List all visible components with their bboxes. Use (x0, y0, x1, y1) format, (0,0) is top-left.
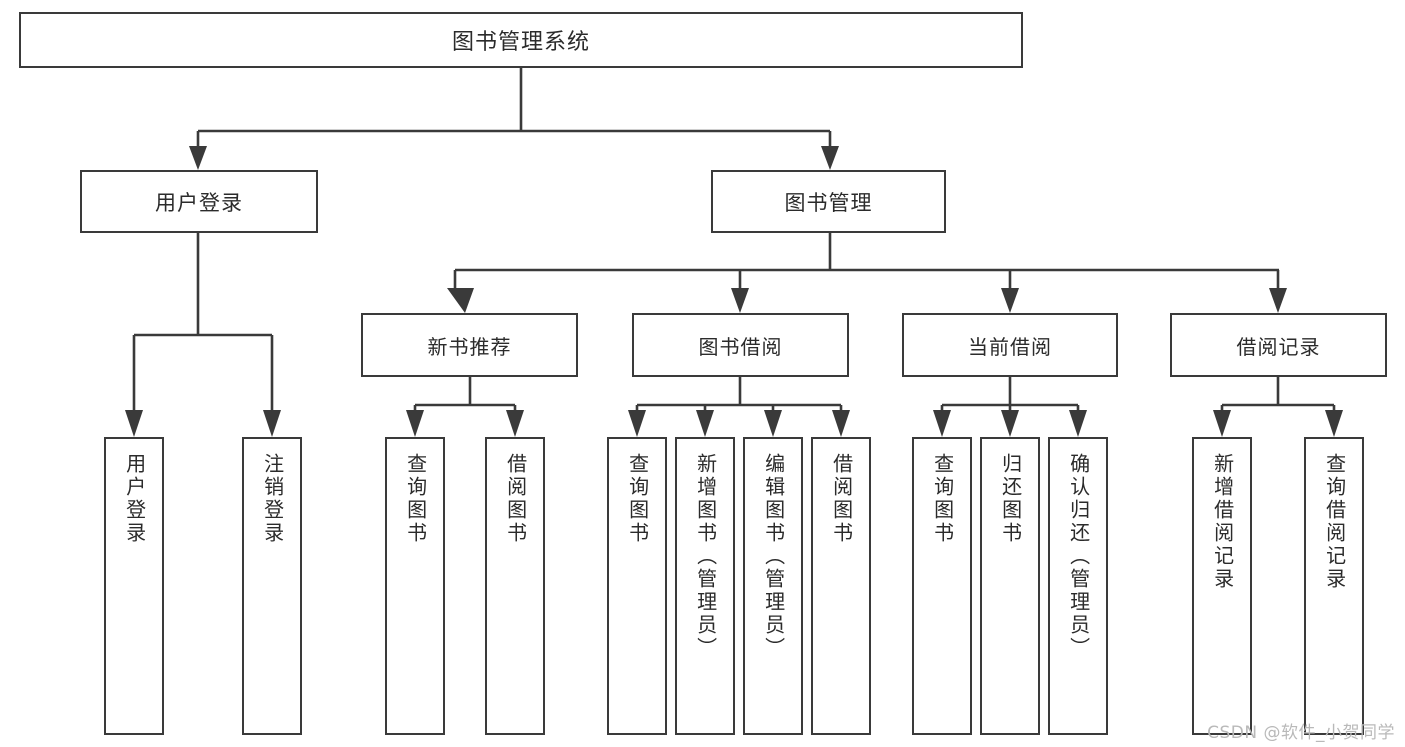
leaf-return-book[interactable]: 归还图书 (980, 437, 1040, 735)
node-user-login-label: 用户登录 (155, 190, 243, 215)
leaf-logout-login-label: 注销登录 (260, 453, 285, 545)
leaf-confirm-return-label: 确认归还（管理员） (1066, 453, 1091, 660)
node-new-book-rec[interactable]: 新书推荐 (361, 313, 578, 377)
leaf-confirm-return[interactable]: 确认归还（管理员） (1048, 437, 1108, 735)
node-current-borrow-label: 当前借阅 (968, 334, 1052, 359)
leaf-query-book-1[interactable]: 查询图书 (385, 437, 445, 735)
node-book-borrow-label: 图书借阅 (698, 334, 783, 359)
leaf-borrow-book-2[interactable]: 借阅图书 (811, 437, 871, 735)
leaf-return-book-label: 归还图书 (998, 453, 1023, 545)
watermark: CSDN @软件_小贺同学 (1207, 723, 1395, 743)
leaf-add-book-label: 新增图书（管理员） (693, 453, 718, 660)
node-root[interactable]: 图书管理系统 (19, 12, 1023, 68)
node-book-manage-label: 图书管理 (784, 190, 873, 215)
leaf-query-book-1-label: 查询图书 (403, 453, 428, 545)
leaf-add-record[interactable]: 新增借阅记录 (1192, 437, 1252, 735)
node-borrow-record[interactable]: 借阅记录 (1170, 313, 1387, 377)
node-book-manage[interactable]: 图书管理 (711, 170, 946, 233)
leaf-query-book-2-label: 查询图书 (625, 453, 650, 545)
node-new-book-rec-label: 新书推荐 (427, 334, 512, 359)
leaf-borrow-book-1[interactable]: 借阅图书 (485, 437, 545, 735)
node-borrow-record-label: 借阅记录 (1236, 334, 1321, 359)
leaf-borrow-book-1-label: 借阅图书 (503, 453, 528, 545)
leaf-query-book-3-label: 查询图书 (930, 453, 955, 545)
leaf-logout-login[interactable]: 注销登录 (242, 437, 302, 735)
leaf-query-record-label: 查询借阅记录 (1322, 453, 1347, 591)
leaf-query-book-3[interactable]: 查询图书 (912, 437, 972, 735)
leaf-query-record[interactable]: 查询借阅记录 (1304, 437, 1364, 735)
node-current-borrow[interactable]: 当前借阅 (902, 313, 1118, 377)
node-root-label: 图书管理系统 (451, 30, 590, 55)
node-user-login[interactable]: 用户登录 (80, 170, 318, 233)
node-book-borrow[interactable]: 图书借阅 (632, 313, 849, 377)
leaf-edit-book[interactable]: 编辑图书（管理员） (743, 437, 803, 735)
leaf-borrow-book-2-label: 借阅图书 (829, 453, 854, 545)
leaf-user-login-label: 用户登录 (122, 453, 147, 545)
leaf-add-book[interactable]: 新增图书（管理员） (675, 437, 735, 735)
leaf-query-book-2[interactable]: 查询图书 (607, 437, 667, 735)
leaf-edit-book-label: 编辑图书（管理员） (761, 453, 786, 660)
leaf-user-login[interactable]: 用户登录 (104, 437, 164, 735)
leaf-add-record-label: 新增借阅记录 (1210, 453, 1235, 591)
